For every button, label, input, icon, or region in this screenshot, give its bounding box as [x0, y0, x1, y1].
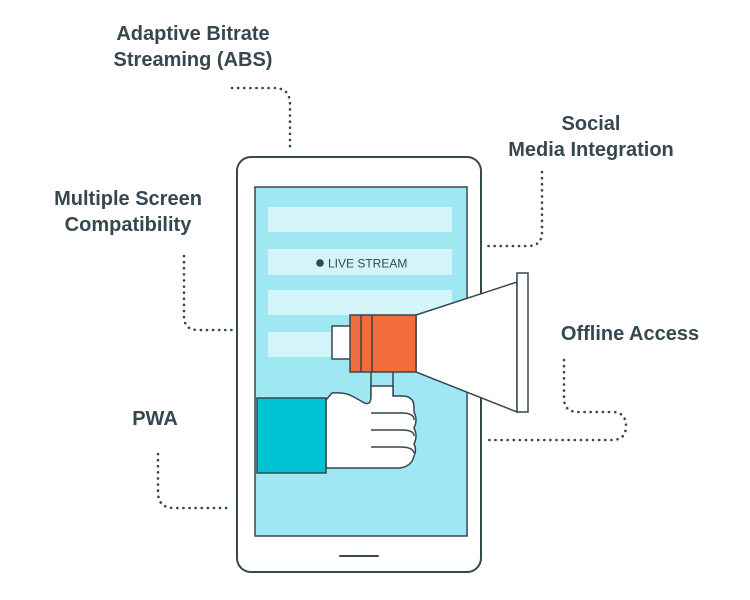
leader-line-social [486, 170, 544, 248]
feature-label-pwa-line-1: PWA [132, 408, 178, 430]
megaphone-band [349, 314, 417, 373]
feature-label-abs-line-1: Adaptive Bitrate [116, 23, 270, 45]
finger-line-1 [371, 412, 415, 421]
screen-bar-3 [268, 290, 452, 315]
hand-sleeve [256, 397, 327, 474]
screen-bar-4 [268, 332, 338, 357]
leader-line-pwa [156, 452, 234, 510]
feature-label-offline-line-1: Offline Access [560, 323, 700, 345]
leader-line-multi-screen [182, 254, 234, 332]
live-stream-label: LIVE STREAM [328, 257, 407, 271]
feature-label-pwa: PWA [110, 406, 200, 432]
feature-label-social-line-2: Media Integration [508, 139, 674, 161]
feature-label-multi-line-1: Multiple Screen [54, 188, 202, 210]
leader-line-offline [486, 358, 628, 442]
live-dot-icon [316, 259, 324, 267]
hand [256, 385, 417, 474]
feature-label-social-media: Social Media Integration [478, 111, 704, 163]
feature-label-multi-screen: Multiple Screen Compatibility [30, 186, 226, 238]
hand-palm [325, 385, 417, 469]
feature-label-social-line-1: Social [561, 113, 621, 135]
feature-label-multi-line-2: Compatibility [64, 214, 192, 236]
finger-line-3 [371, 446, 415, 454]
megaphone-rim [516, 272, 529, 413]
feature-label-abs: Adaptive Bitrate Streaming (ABS) [80, 21, 306, 73]
leader-lines [156, 86, 628, 510]
screen-bar-1 [268, 207, 452, 232]
feature-label-offline-access: Offline Access [540, 321, 720, 347]
feature-label-abs-line-2: Streaming (ABS) [113, 49, 273, 71]
screen-bar-live [268, 249, 452, 275]
leader-line-abs [230, 86, 292, 154]
finger-line-2 [371, 429, 415, 437]
